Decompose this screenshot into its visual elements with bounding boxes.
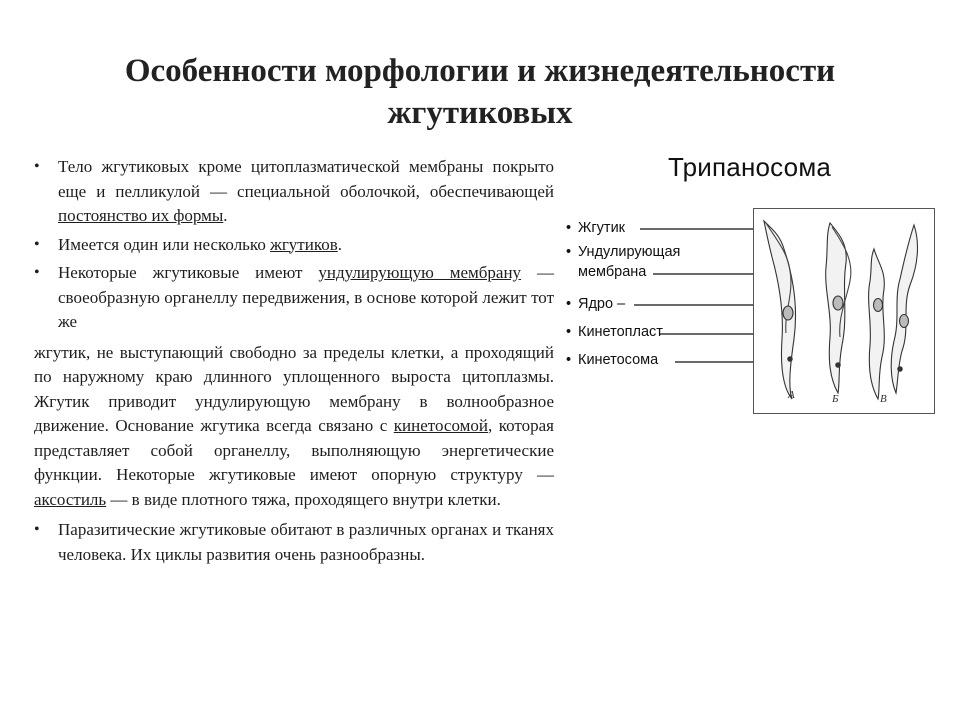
paragraph-text: — в виде плотного тяжа, проходящего внут… [106,489,501,509]
underlined-term[interactable]: постоянство их формы [58,206,224,225]
label-kinetosome: •Кинетосома [566,352,659,368]
bullet-item: Паразитические жгутиковые обитают в разл… [34,518,554,567]
underlined-term[interactable]: ундулирующую мембрану [318,263,522,282]
label-flagellum: •Жгутик [566,220,626,236]
cell-letter-a: А [788,389,795,401]
bullet-text: — своеобразную органеллу передвижения, в… [58,263,554,331]
cell-b [825,221,852,395]
label-membrane: мембрана [578,264,647,280]
figure-title: Трипаносома [668,152,832,182]
figure-panel: А Б В [753,208,935,414]
underlined-term[interactable]: аксостиль [34,489,107,509]
trypanosoma-drawing [763,219,919,401]
slide-title: Особенности морфологии и жизнедеятельнос… [124,53,836,131]
bullet-item: Имеется один или несколько жгутиков. [34,233,554,258]
bullet-text: . [337,234,342,254]
trypanosoma-figure: Трипаносома •Жгутик •Ундулирующая мембра… [560,150,940,420]
label-kinetoplast: •Кинетопласт [566,324,663,340]
paragraph-text: , которая представляет собой органеллу, … [34,416,554,484]
bullet-text: Имеется один или несколько [58,234,271,254]
underlined-term[interactable]: жгутиков [270,234,338,254]
bullet-text: Паразитические жгутиковые обитают в разл… [58,520,554,564]
bullet-item: Тело жгутиковых кроме цитоплазматической… [34,155,554,229]
bullet-item: Некоторые жгутиковые имеют ундулирующую … [34,261,554,335]
underlined-term[interactable]: кинетосомой [393,416,488,435]
text-column: Тело жгутиковых кроме цитоплазматической… [34,155,554,571]
cell-letter-c: В [880,393,887,405]
label-undulating: •Ундулирующая [566,244,681,260]
cell-letter-b: Б [832,393,839,405]
cell-a [763,219,797,400]
paragraph-text: жгутик, не выступающий свободно за преде… [34,342,554,436]
cell-c [868,223,919,401]
label-nucleus: •Ядро – [566,296,626,312]
body-paragraph: жгутик, не выступающий свободно за преде… [34,341,554,513]
bullet-text: Тело жгутиковых кроме цитоплазматической… [58,157,554,201]
bullet-text: Некоторые жгутиковые имеют [58,263,319,282]
bullet-text: . [223,206,228,225]
